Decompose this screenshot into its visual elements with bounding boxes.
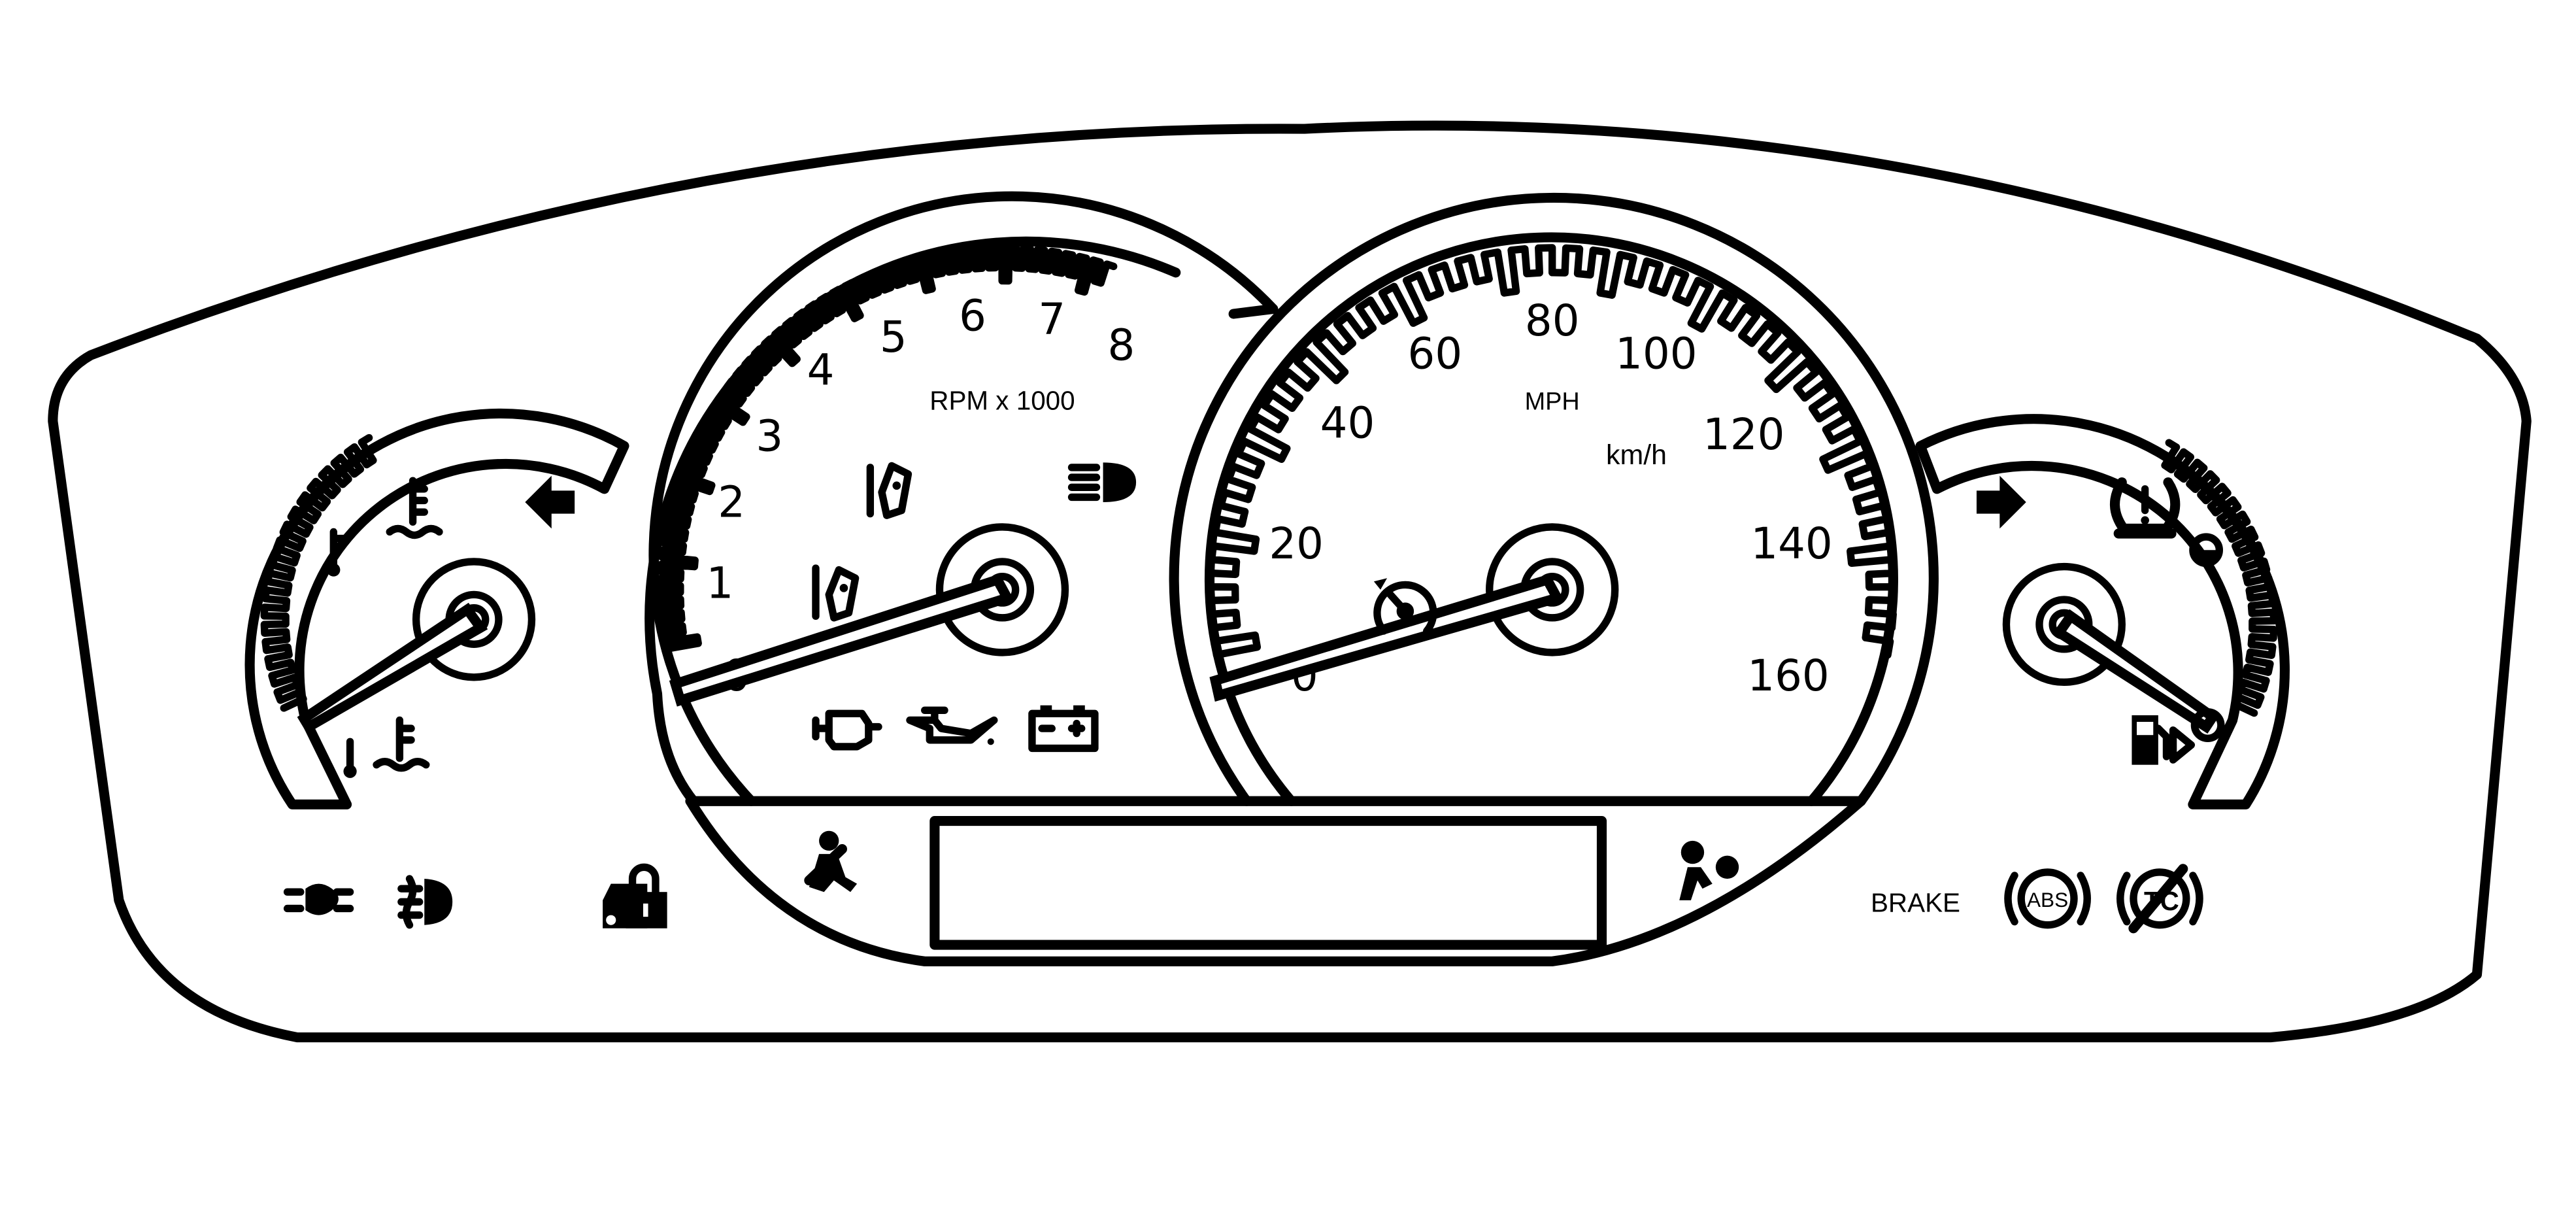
temperature-gauge (244, 408, 629, 809)
speedometer-mph-label-80: 80 (1525, 296, 1580, 346)
oil-pressure-icon (906, 706, 998, 745)
traction-control-off-icon: TC (2116, 864, 2203, 934)
cluster-bezel (48, 120, 2532, 1043)
brake-warning-label: BRAKE (1871, 888, 1960, 918)
speedometer-mph-label-20: 20 (1269, 519, 1324, 569)
check-engine-icon (812, 709, 882, 751)
temperature-tick-ring (260, 434, 377, 712)
fuel-tick-ring (2161, 439, 2278, 717)
speedometer-kmh-label-100: 100 (1615, 329, 1697, 379)
tachometer-ticks (656, 244, 1118, 653)
tachometer-unit-label: RPM x 1000 (929, 386, 1075, 416)
fuel-gauge (1915, 414, 2290, 809)
tachometer-label-4: 4 (807, 346, 835, 396)
tachometer-label-3: 3 (756, 412, 783, 462)
door-ajar-icon (866, 462, 912, 519)
tachometer-needle (669, 573, 1015, 707)
speedometer-kmh-label-120: 120 (1703, 410, 1784, 460)
cruise-control-icon (1373, 578, 1437, 635)
abs-label: ABS (2027, 888, 2068, 911)
lower-display-panel (685, 796, 1866, 966)
fuel-level-low-icon (2189, 533, 2224, 568)
speedometer-hub (1486, 523, 1619, 656)
tachometer-hub (935, 523, 1069, 656)
speedometer-kmh-label-160: 160 (1747, 651, 1829, 701)
battery-icon (1028, 705, 1099, 753)
fuel-gauge-dial (1915, 414, 2290, 809)
temperature-gauge-needle (297, 602, 488, 734)
speedometer-mph-label-60: 60 (1408, 329, 1463, 379)
seatbelt-icon (804, 830, 858, 892)
fuel-gauge-hub (2002, 562, 2126, 687)
fuel-gauge-needle (2052, 609, 2220, 734)
info-display (929, 815, 1607, 950)
speedometer-needle (1209, 573, 1565, 702)
speedometer-ticks (1207, 244, 1898, 659)
coolant-temperature-icon (386, 477, 443, 539)
temperature-gauge-dial (244, 408, 629, 809)
right-turn-signal-icon (1976, 475, 2026, 529)
speedometer-mph-label-40: 40 (1320, 398, 1375, 448)
temperature-gauge-hub (412, 558, 536, 681)
tachometer-label-1: 1 (707, 559, 734, 609)
tachometer: 012345678 RPM x 1000 (656, 244, 1135, 707)
abs-warning-icon: ABS (2004, 868, 2091, 929)
fog-lamp-icon (397, 875, 453, 929)
tachometer-label-7: 7 (1038, 294, 1065, 344)
speedometer-tick-ring (1207, 244, 1898, 659)
temperature-icon (327, 528, 348, 577)
left-turn-signal-icon (525, 475, 575, 529)
parking-lamp-icon (283, 883, 354, 915)
tachometer-tick-ring (656, 244, 1118, 653)
speedometer-unit-mph: MPH (1525, 388, 1580, 416)
fuel-gauge-ticks (2161, 439, 2278, 717)
speedometer-unit-kmh: km/h (1606, 439, 1667, 471)
door-ajar-secondary-icon (812, 564, 860, 622)
tachometer-label-5: 5 (880, 313, 907, 362)
speedometer-kmh-label-140: 140 (1750, 519, 1832, 569)
fuel-icon (2132, 708, 2225, 765)
airbag-icon (1679, 840, 1739, 900)
security-icon (603, 863, 667, 928)
tire-pressure-icon (2109, 477, 2181, 539)
tachometer-label-8: 8 (1107, 321, 1135, 371)
tachometer-label-6: 6 (959, 291, 986, 341)
coolant-temperature-low-icon (343, 716, 430, 778)
tachometer-label-2: 2 (718, 478, 745, 528)
temperature-gauge-ticks (260, 434, 377, 712)
high-beam-icon (1067, 462, 1137, 503)
